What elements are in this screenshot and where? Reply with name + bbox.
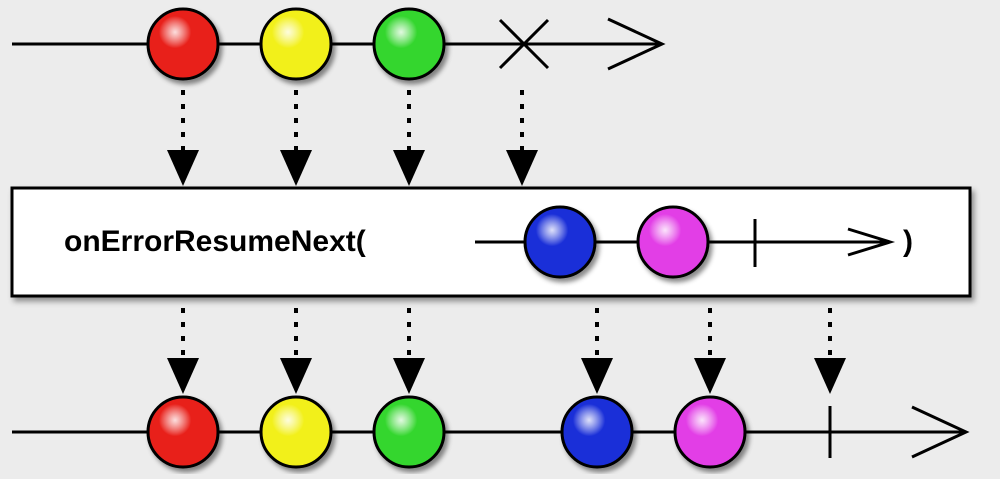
result-timeline-arrowhead — [911, 405, 970, 459]
flow-arrow-in-2 — [280, 90, 312, 186]
operator-name: onErrorResumeNext( — [64, 225, 366, 258]
resume-marble-magenta — [636, 205, 710, 279]
source-marble-red — [146, 7, 220, 81]
source-marble-green — [372, 7, 446, 81]
result-marble-red — [146, 395, 220, 469]
flow-arrow-out-6 — [814, 308, 846, 394]
flow-arrow-in-1 — [167, 90, 199, 186]
source-marble-yellow — [259, 7, 333, 81]
error-x-icon — [498, 18, 550, 70]
result-marble-yellow — [259, 395, 333, 469]
result-marble-green — [372, 395, 446, 469]
resume-timeline-arrowhead — [847, 227, 896, 257]
operator-close-paren: ) — [903, 225, 913, 258]
marbles — [146, 7, 747, 469]
result-marble-blue — [560, 395, 634, 469]
flow-arrow-in-3 — [393, 90, 425, 186]
flow-arrow-out-1 — [167, 308, 199, 394]
flow-arrow-out-3 — [393, 308, 425, 394]
flow-arrow-out-5 — [694, 308, 726, 394]
source-timeline-arrowhead — [607, 17, 666, 71]
flow-arrow-out-4 — [581, 308, 613, 394]
resume-marble-blue — [523, 205, 597, 279]
flow-arrows — [167, 90, 846, 394]
flow-arrow-in-4 — [506, 90, 538, 186]
result-marble-magenta — [673, 395, 747, 469]
source-timeline — [12, 17, 666, 71]
flow-arrow-out-2 — [280, 308, 312, 394]
